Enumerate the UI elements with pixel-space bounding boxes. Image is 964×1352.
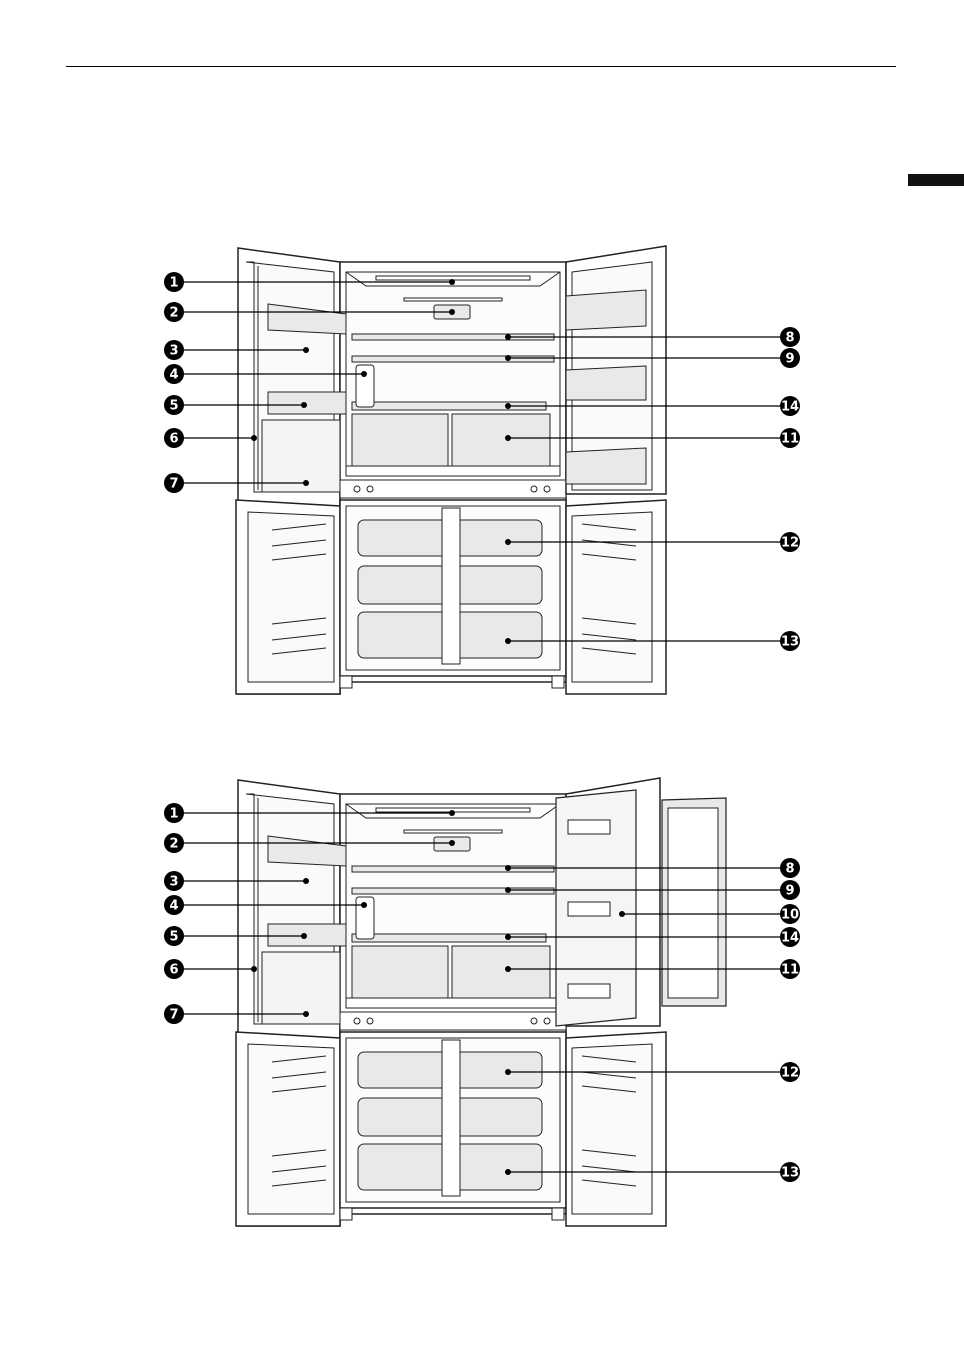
shelf-rail: [404, 830, 502, 833]
callout-target-dot: [505, 435, 511, 441]
callout-target-dot: [505, 887, 511, 893]
callout-target-dot: [449, 840, 455, 846]
callout-number: 12: [781, 536, 799, 551]
callout-number: 11: [781, 432, 799, 447]
callout-target-dot: [449, 279, 455, 285]
callout-number: 4: [169, 368, 178, 383]
door-in-door-bin: [568, 984, 610, 998]
callout-number: 14: [781, 931, 799, 946]
door-bin-lower: [268, 392, 346, 414]
foot: [340, 676, 352, 688]
freezer-divider: [442, 1040, 460, 1196]
callout-number: 4: [169, 899, 178, 914]
callout-number: 9: [785, 352, 794, 367]
foot: [552, 676, 564, 688]
callout-target-dot: [505, 1169, 511, 1175]
door-bin-lower: [268, 924, 346, 946]
callout-target-dot: [303, 878, 309, 884]
callout-number: 12: [781, 1066, 799, 1081]
callout-target-dot: [505, 865, 511, 871]
callout-target-dot: [449, 309, 455, 315]
foot: [552, 1208, 564, 1220]
callout-target-dot: [301, 402, 307, 408]
hinge-screw: [367, 486, 373, 492]
hinge-screw: [544, 1018, 550, 1024]
callout-target-dot: [505, 934, 511, 940]
crisper-base: [346, 466, 560, 476]
shelf-2: [352, 888, 554, 894]
freezer-right-inner: [572, 1044, 652, 1214]
callout-number: 13: [781, 635, 799, 650]
door-in-door-bin: [568, 902, 610, 916]
door-basket: [262, 420, 340, 492]
right-door-bin-2: [566, 366, 646, 400]
callout-target-dot: [303, 1011, 309, 1017]
callout-target-dot: [505, 638, 511, 644]
crisper-right: [452, 946, 550, 998]
shelf-1: [352, 866, 554, 872]
callout-target-dot: [505, 355, 511, 361]
crisper-left: [352, 414, 448, 466]
callout-number: 6: [169, 963, 178, 978]
freezer-left-inner: [248, 512, 334, 682]
callout-number: 9: [785, 884, 794, 899]
callout-target-dot: [619, 911, 625, 917]
callout-number: 3: [169, 875, 178, 890]
callout-target-dot: [361, 371, 367, 377]
callout-target-dot: [301, 933, 307, 939]
callout-number: 8: [785, 862, 794, 877]
callout-number: 7: [169, 477, 178, 492]
callout-target-dot: [505, 334, 511, 340]
callout-target-dot: [505, 539, 511, 545]
hinge-screw: [367, 1018, 373, 1024]
crisper-right: [452, 414, 550, 466]
crisper-left: [352, 946, 448, 998]
callout-target-dot: [505, 1069, 511, 1075]
hinge-screw: [354, 1018, 360, 1024]
callout-target-dot: [251, 435, 257, 441]
callout-number: 11: [781, 963, 799, 978]
shelf-2: [352, 356, 554, 362]
callout-number: 5: [169, 399, 178, 414]
callout-number: 13: [781, 1166, 799, 1181]
callout-number: 10: [781, 908, 799, 923]
hinge-screw: [544, 486, 550, 492]
fridge-diagram-2: [236, 778, 726, 1226]
callout-number: 2: [169, 837, 178, 852]
callout-number: 1: [169, 276, 178, 291]
shelf-3: [352, 934, 546, 942]
freezer-divider: [442, 508, 460, 664]
foot: [340, 1208, 352, 1220]
door-basket: [262, 952, 340, 1024]
callout-target-dot: [303, 480, 309, 486]
callout-number: 8: [785, 331, 794, 346]
callout-number: 5: [169, 930, 178, 945]
freezer-left-inner: [248, 1044, 334, 1214]
crisper-base: [346, 998, 560, 1008]
callout-target-dot: [449, 810, 455, 816]
callout-number: 3: [169, 344, 178, 359]
freezer-right-inner: [572, 512, 652, 682]
callout-target-dot: [251, 966, 257, 972]
hinge-screw: [531, 486, 537, 492]
callout-number: 2: [169, 306, 178, 321]
door-in-door-bin: [568, 820, 610, 834]
callout-target-dot: [361, 902, 367, 908]
right-door-bin-1: [566, 290, 646, 330]
callout-target-dot: [505, 403, 511, 409]
callout-number: 14: [781, 400, 799, 415]
callout-number: 7: [169, 1008, 178, 1023]
callout-target-dot: [505, 966, 511, 972]
callout-number: 6: [169, 432, 178, 447]
right-door-bin-3: [566, 448, 646, 484]
hinge-screw: [354, 486, 360, 492]
hinge-screw: [531, 1018, 537, 1024]
callout-number: 1: [169, 807, 178, 822]
shelf-rail: [404, 298, 502, 301]
callout-target-dot: [303, 347, 309, 353]
